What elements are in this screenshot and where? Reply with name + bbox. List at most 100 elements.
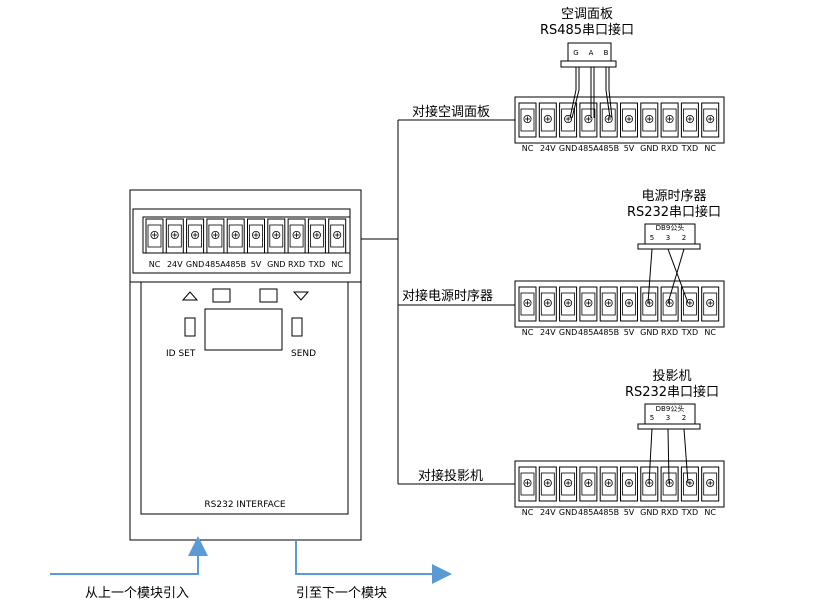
projector-terminal-4: [599, 466, 618, 502]
ac-pin-label-1: 24V: [540, 144, 556, 153]
projector-title: 投影机: [652, 368, 691, 384]
projector-subtitle: RS232串口接口: [625, 384, 719, 400]
main-pin-label-9: NC: [331, 260, 343, 269]
power-pin-label-4: 485B: [598, 328, 619, 337]
main-pin-label-4: 485B: [225, 260, 246, 269]
main-terminal-1: [165, 218, 184, 254]
send-button[interactable]: [291, 317, 303, 337]
main-terminal-7: [287, 218, 306, 254]
projector-terminal-7: [660, 466, 679, 502]
main-pin-label-7: RXD: [288, 260, 305, 269]
ac-plug: 空调面板 RS485串口接口 G A B: [540, 7, 634, 119]
up-button[interactable]: [212, 288, 231, 303]
projector-pin-label-0: NC: [522, 508, 534, 517]
ac-pin-b: B: [604, 49, 609, 57]
power-terminal-7: [660, 286, 679, 322]
projector-pin-label-4: 485B: [598, 508, 619, 517]
power-terminal-1: [538, 286, 557, 322]
main-terminal-6: [267, 218, 286, 254]
ac-pin-label-8: TXD: [681, 144, 699, 153]
power-db9-label: DB9公头: [656, 223, 685, 232]
power-pin-label-1: 24V: [540, 328, 556, 337]
power-pin-label-5: 5V: [624, 328, 635, 337]
projector-terminal-8: [680, 466, 699, 502]
branch-power-label: 对接电源时序器: [402, 288, 493, 304]
power-pin-label-2: GND: [559, 328, 577, 337]
branch-projector-label: 对接投影机: [418, 468, 483, 484]
ac-pin-label-0: NC: [522, 144, 534, 153]
trunk-wiring: [361, 119, 516, 485]
lcd-display: [204, 308, 283, 351]
ac-terminal-2: [559, 102, 578, 138]
ac-terminal-6: [640, 102, 659, 138]
ac-pin-g: G: [573, 49, 578, 57]
projector-pin-label-3: 485A: [578, 508, 599, 517]
projector-terminal-0: [518, 466, 537, 502]
projector-terminal-5: [620, 466, 638, 502]
ac-title: 空调面板: [561, 7, 613, 22]
ac-terminal-7: [660, 102, 679, 138]
power-terminal-0: [518, 286, 537, 322]
power-terminal-4: [599, 286, 618, 322]
power-pin-label-7: RXD: [661, 328, 678, 337]
power-plug: 电源时序器 RS232串口接口 DB9公头 5 3 2: [627, 189, 721, 304]
power-pin-label-3: 485A: [578, 328, 599, 337]
up-arrow-icon[interactable]: [181, 291, 199, 301]
power-terminal-5: [620, 286, 638, 322]
main-pin-label-6: GND: [267, 260, 285, 269]
ac-pin-a: A: [589, 49, 594, 57]
main-terminal-3: [206, 218, 225, 254]
id-set-button[interactable]: [184, 317, 196, 337]
power-pin-label-9: NC: [704, 328, 716, 337]
projector-terminal-1: [538, 466, 557, 502]
send-label: SEND: [291, 349, 316, 359]
projector-pin-label-6: GND: [640, 508, 658, 517]
svg-text:5: 5: [650, 234, 654, 242]
outgoing-label: 引至下一个模块: [296, 586, 387, 601]
main-terminal-8: [307, 218, 326, 254]
power-terminal-6: [640, 286, 659, 322]
signal-arrows: 从上一个模块引入 引至下一个模块: [50, 536, 452, 601]
main-pin-label-3: 485A: [205, 260, 226, 269]
power-subtitle: RS232串口接口: [627, 204, 721, 220]
svg-text:5: 5: [650, 414, 654, 422]
down-arrow-icon[interactable]: [292, 291, 310, 301]
projector-terminal-6: [640, 466, 659, 502]
main-terminal-5: [247, 218, 265, 254]
projector-terminal-2: [559, 466, 578, 502]
projector-terminal-9: [701, 466, 720, 502]
ac-terminal-5: [620, 102, 638, 138]
ac-pin-label-4: 485B: [598, 144, 619, 153]
ac-terminal-8: [680, 102, 699, 138]
main-pin-label-1: 24V: [167, 260, 183, 269]
projector-pin-label-8: TXD: [681, 508, 699, 517]
ac-pin-label-5: 5V: [624, 144, 635, 153]
power-title: 电源时序器: [641, 189, 706, 204]
id-set-label: ID SET: [166, 349, 196, 359]
ac-pin-label-9: NC: [704, 144, 716, 153]
ac-terminal-0: [518, 102, 537, 138]
main-pin-label-0: NC: [149, 260, 161, 269]
ac-pin-label-7: RXD: [661, 144, 678, 153]
main-terminal-0: [145, 218, 164, 254]
main-pin-label-8: TXD: [308, 260, 326, 269]
power-pin-label-6: GND: [640, 328, 658, 337]
ac-subtitle: RS485串口接口: [540, 22, 634, 38]
ac-terminal-3: [579, 102, 598, 138]
svg-text:2: 2: [682, 234, 686, 242]
down-button[interactable]: [259, 288, 278, 303]
power-terminal-2: [559, 286, 578, 322]
projector-pin-label-9: NC: [704, 508, 716, 517]
outgoing-arrow: [295, 540, 452, 584]
interface-label: RS232 INTERFACE: [204, 500, 285, 510]
incoming-arrow: [50, 536, 208, 575]
projector-plug: 投影机 RS232串口接口 DB9公头 5 3 2: [625, 368, 719, 484]
power-terminal-3: [579, 286, 598, 322]
projector-pin-label-1: 24V: [540, 508, 556, 517]
